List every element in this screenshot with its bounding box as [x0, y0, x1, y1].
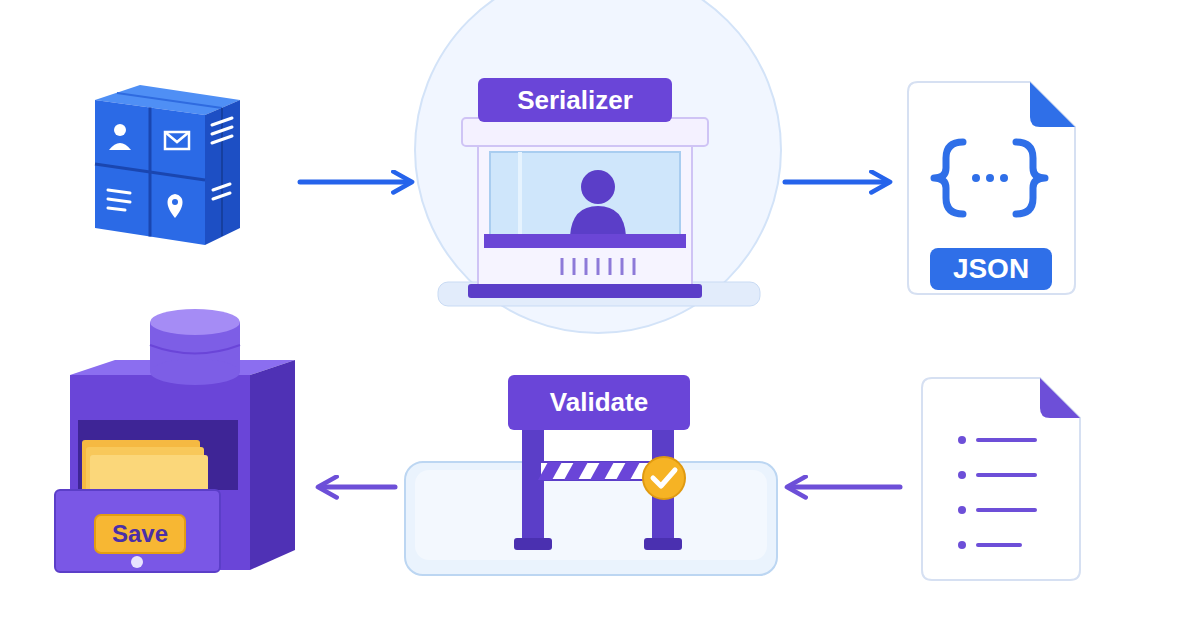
envelope-icon	[165, 132, 189, 142]
kiosk-roof	[462, 118, 708, 146]
sign	[508, 375, 690, 430]
page-fold	[1030, 82, 1075, 127]
sign	[478, 78, 672, 122]
cube-grid	[117, 93, 222, 108]
label-plate	[930, 248, 1052, 290]
check-mark	[653, 470, 675, 486]
cube-grid	[95, 164, 205, 180]
page-fold	[1040, 378, 1080, 418]
clerk	[570, 206, 626, 236]
post-foot	[644, 538, 682, 550]
dot-icon	[986, 174, 994, 182]
flow-arrow	[789, 485, 900, 490]
list-document	[920, 378, 1082, 582]
post-foot	[514, 538, 552, 550]
flow-arrow	[785, 180, 888, 185]
node-label: Save	[95, 515, 185, 553]
json-document: JSON	[908, 80, 1076, 295]
cube-front	[95, 100, 205, 245]
dot-icon	[972, 174, 980, 182]
counter	[484, 234, 686, 248]
flow-arrow	[300, 180, 410, 185]
kiosk-body	[478, 146, 692, 286]
barrier-stripe	[538, 462, 640, 480]
save-cabinet: Save	[55, 305, 300, 575]
dot-icon	[1000, 174, 1008, 182]
kiosk-base	[468, 284, 702, 298]
clerk	[581, 170, 615, 204]
node-label: Validate	[508, 375, 690, 430]
brace-icon	[934, 142, 963, 214]
json-document	[908, 82, 1075, 294]
node-label: JSON	[930, 248, 1052, 290]
data-cube	[85, 80, 245, 250]
list-icon	[108, 118, 232, 210]
save-cabinet	[55, 309, 295, 572]
list-document	[922, 378, 1080, 580]
drawer-knob	[131, 556, 143, 568]
platform	[438, 282, 760, 306]
serializer-kiosk: Serializer	[415, 40, 780, 305]
vent	[562, 258, 634, 275]
envelope-icon	[165, 132, 189, 149]
cube-side	[205, 100, 240, 245]
bullet-list	[958, 436, 966, 549]
node-label: Serializer	[478, 78, 672, 122]
validate-gate	[405, 375, 777, 575]
platform-top	[415, 470, 767, 560]
database-cylinder	[150, 359, 240, 385]
database-cylinder	[150, 309, 240, 335]
check-badge	[643, 457, 685, 499]
platform	[405, 462, 777, 575]
bubble	[415, 0, 781, 333]
label-plate	[95, 515, 185, 553]
validate-gate: Validate	[405, 370, 777, 577]
bullet-list	[978, 440, 1035, 545]
person-icon	[109, 143, 131, 150]
database-cylinder	[150, 345, 240, 354]
document-sheet	[908, 82, 1075, 294]
cube-grid	[221, 108, 223, 236]
drawer-front	[55, 490, 220, 572]
document-sheet	[922, 378, 1080, 580]
data-cube	[95, 85, 240, 245]
kiosk-window	[490, 152, 680, 236]
brace-icon	[1016, 142, 1045, 214]
flow-arrow	[320, 485, 395, 490]
person-icon	[114, 124, 126, 136]
cabinet-side	[250, 360, 295, 570]
pin-icon	[168, 194, 183, 218]
cabinet-front	[70, 375, 250, 570]
serializer-kiosk	[415, 0, 781, 333]
window-glare	[518, 152, 522, 236]
pin-icon	[172, 199, 178, 205]
